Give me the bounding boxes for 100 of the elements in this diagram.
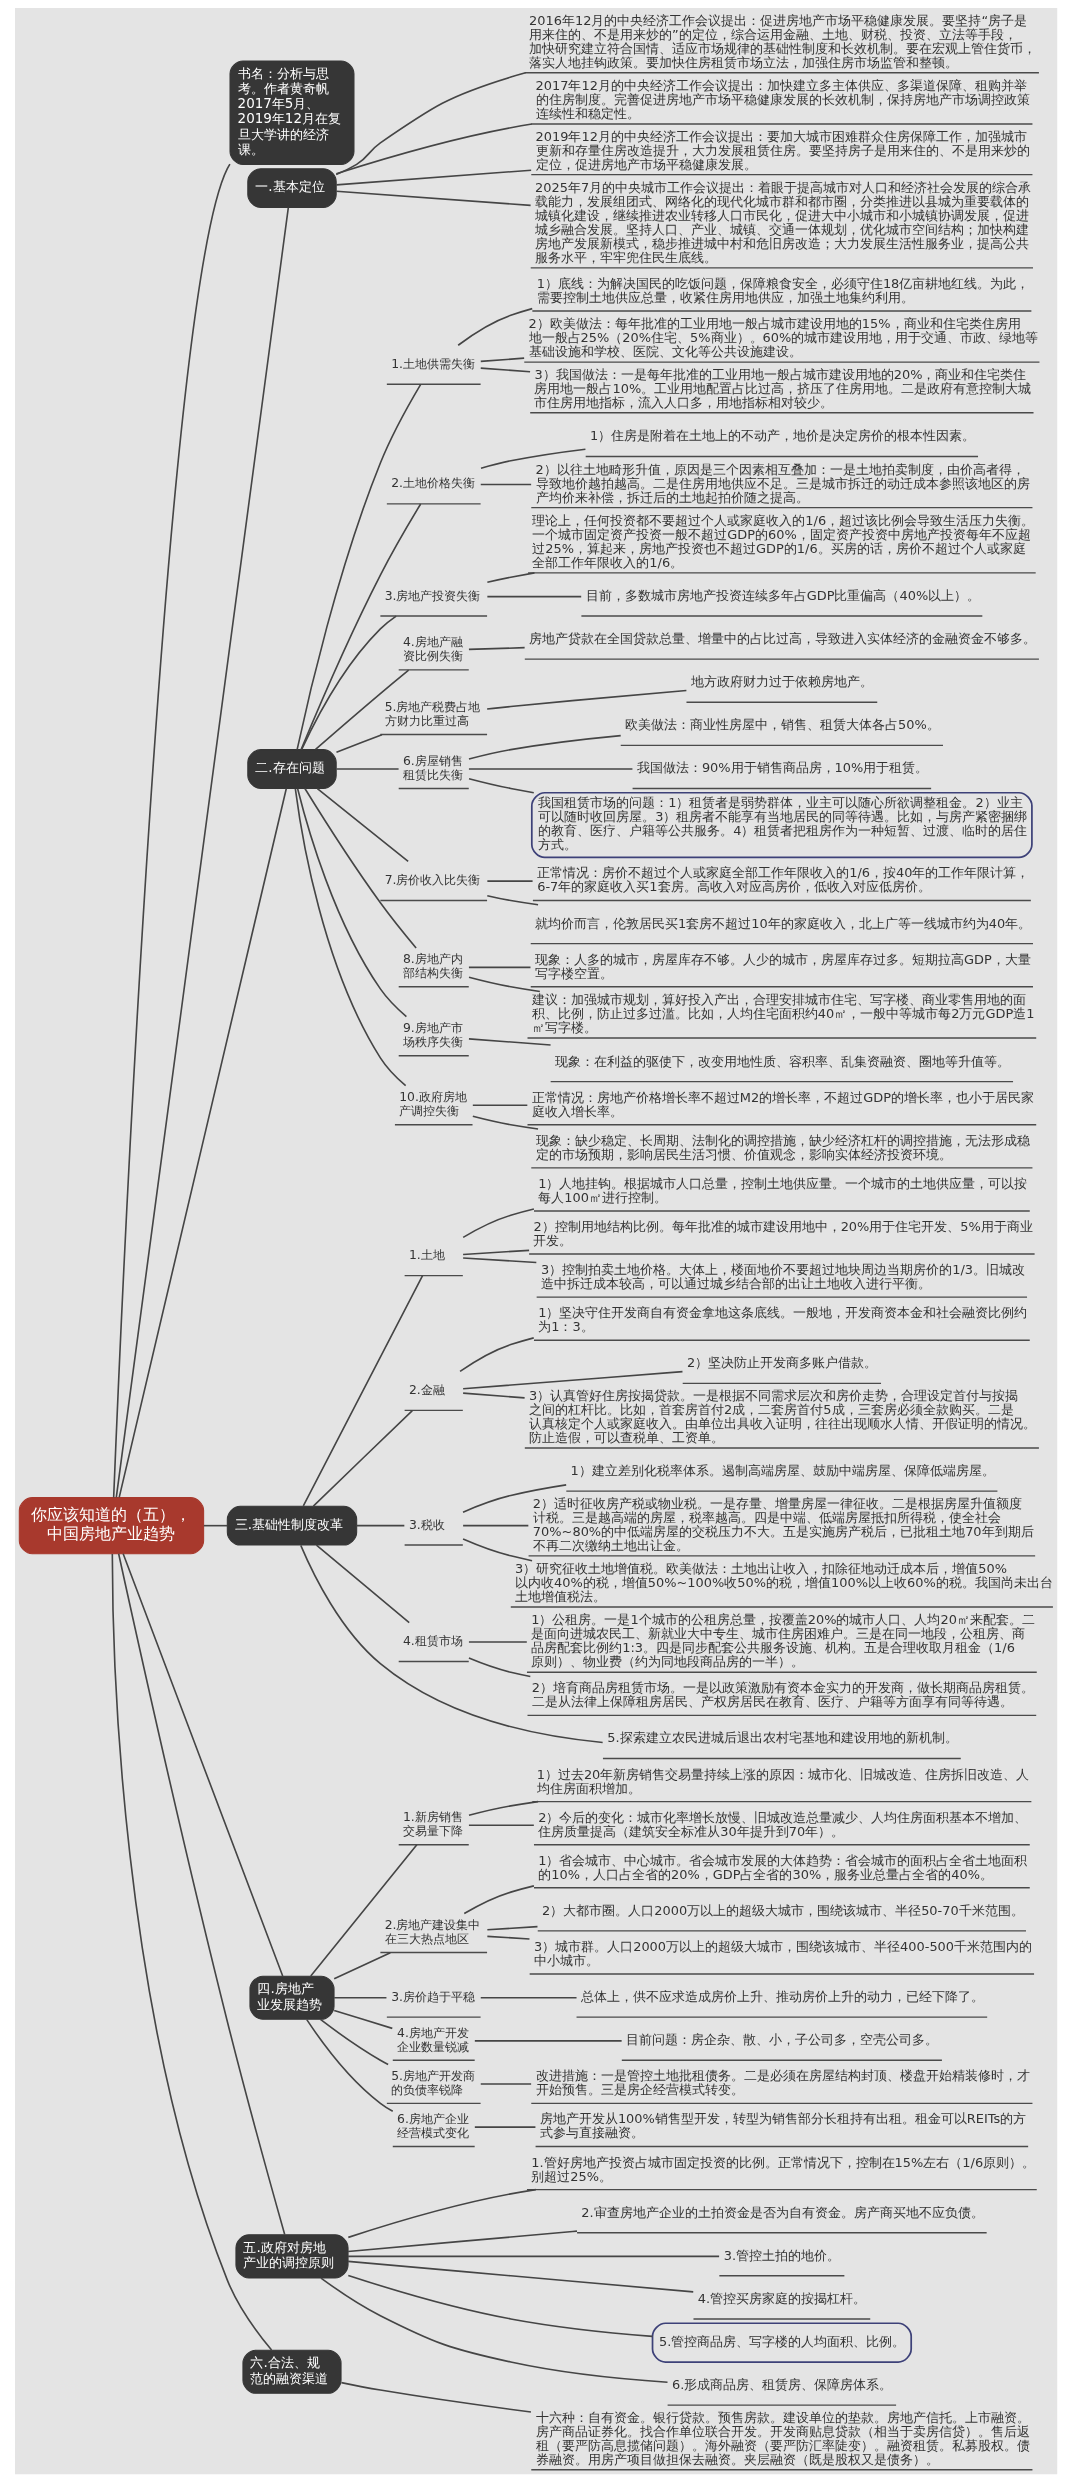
node-text: 房地产开发从100%销售型开发，转型为销售部分长租持有出租。租金可以REITs的方式参与直接融资。: [539, 2111, 1027, 2141]
connector: [347, 2260, 695, 2293]
connector: [312, 1409, 414, 1507]
connector: [486, 689, 688, 710]
connector: [462, 1484, 567, 1513]
connector: [302, 1274, 424, 1507]
node-box: 你应该知道的（五），中国房地产业趋势: [18, 1497, 205, 1555]
node-box: 五.政府对房地产业的调控原则: [235, 2234, 349, 2279]
connector: [203, 1524, 228, 1527]
node-text: 4.租赁市场: [403, 1632, 463, 1648]
node-text: 3）城市群。人口2000万以上的超级大城市，围绕该城市、半径400-500千米范围内的中小城市。: [533, 1938, 1033, 1968]
node-text: 1）过去20年新房销售交易量持续上涨的原因：城市化、旧城改造、住房拆旧改造、人均住房面积增加。: [536, 1766, 1030, 1796]
connector: [309, 1844, 418, 1977]
node-box: 5.管控商品房、写字楼的人均面积、比例。: [651, 2322, 913, 2363]
node-text: 4.房地产开发企业数量锐减: [397, 2024, 470, 2054]
connector: [468, 768, 634, 770]
node-text: 理论上，任何投资都不要超过个人或家庭收入的1/6，超过该比例会导致生活压力失衡。一个城市固定资产投资一般不超过GDP的60%，固定资产投资中房地产投资每年不应超过25%，算起来，房地产投资也不超过GDP的1/6。买房的话，房价不超过个人或家庭全部工作年限收入的1/6。: [532, 513, 1035, 571]
node-text: 4.管控买房家庭的按揭杠杆。: [697, 2290, 867, 2306]
node-text: 3）我国做法：一是每年批准的工业用地一般占城市建设用地的20%，商业和住宅类住房用地一般占10%。工业用地配置占比过高，挤压了住房用地。二是政府有意控制大城市住房用地指标，流入人口多，用地指标相对较少。: [534, 366, 1032, 410]
node-text: 1）省会城市、中心城市。省会城市发展的大体趋势：省会城市的面积占全省土地面积的10%，人口占全省的20%，GDP占全省的30%，服务业总量占全省的40%。: [538, 1852, 1028, 1882]
connector: [486, 894, 539, 906]
connector: [468, 734, 622, 760]
node-box: 六.合法、规范的融资渠道: [242, 2349, 342, 2394]
connector: [299, 1544, 604, 1744]
connector: [486, 1935, 531, 1940]
connector: [463, 1885, 535, 1915]
node-box: 二.存在问题: [247, 749, 337, 789]
node-text: 5.房地产税费占地方财力比重过高: [384, 699, 481, 729]
node-text: 目前，多数城市房地产投资连续多年占GDP比重偏高（40%以上）。: [585, 587, 981, 603]
node-text: 总体上，供不应求造成房价上升、推动房价上升的动力，已经下降了。: [580, 1989, 984, 2005]
connector: [462, 1392, 526, 1399]
connector: [468, 976, 541, 993]
connector: [112, 163, 231, 1499]
connector: [486, 880, 534, 882]
connector: [319, 2018, 389, 2066]
connector: [300, 503, 422, 751]
node-box: 四.房地产业发展趋势: [249, 1975, 335, 2020]
connector: [459, 1337, 535, 1373]
node-box: 书名：分析与思考。作者黄奇帆2017年5月、2019年12月在复旦大学讲的经济课。: [229, 60, 355, 165]
node-text: 2.审查房地产企业的土拍资金是否为自有资金。房产商买地不应负债。: [581, 2204, 984, 2220]
connector: [335, 733, 383, 754]
node-text: 1.土地: [408, 1247, 445, 1263]
connector: [486, 572, 536, 584]
node-text: 现象：人多的城市，房屋库存不够。人少的城市，房屋库存过多。短期拉高GDP，大量写字楼空置。: [535, 951, 1031, 981]
node-text: 3）控制拍卖土地价格。大体上，楼面地价不要超过地块周边当期房价的1/3。旧城改造中拆迁成本较高，可以通过城乡结合部的出让土地收入进行平衡。: [540, 1262, 1025, 1292]
connector: [479, 2083, 532, 2085]
node-text: 4.房地产融资比例失衡: [403, 634, 464, 664]
connector: [355, 1524, 406, 1527]
connector: [462, 1524, 530, 1527]
node-text: 1）公租房。一是1个城市的公租房总量，按覆盖20%的城市人口、人均20㎡来配套。二是面向进城农民工、新就业大中专生、城市住房困难户。三是在同一地段，公租房、商品房配套比例约1:3。四是同步配套公共服务设施、机构。五是合理收取月租金（1/6原则）、物业费（约为同地段商品房的一半）。: [531, 1612, 1035, 1670]
connector: [118, 787, 288, 1499]
connector: [304, 787, 417, 949]
connector: [479, 483, 532, 486]
connector: [320, 2277, 669, 2383]
connector: [347, 2188, 537, 2239]
node-text: 2）欧美做法：每年批准的工业用地一般占城市建设用地的15%，商业和住宅类住房用地一般占25%（20%住宅、5%商业）。60%的城市建设用地，用于交通、市政、绿地等基础设施和学校、医院、文化等公共设施建设。: [528, 316, 1039, 360]
node-text: 1）底线：为解决国民的吃饭问题，保障粮食安全，必须守住18亿亩耕地红线。为此，需要控制土地供应总量，收紧住房用地供应，加强土地集约利用。: [536, 275, 1030, 305]
connector: [335, 169, 532, 186]
node-text: 3）认真管好住房按揭贷款。一是根据不同需求层次和房价走势，合理设定首付与按揭之间的杠杆比。比如，首套房首付2成，二套房首付5成，三套房必须全款购买。二是认真核定个人或家庭收入。由单位出具收入证明，往往出现顺水人情、开假证明的情况。防止造假，可以查税单、工资单。: [529, 1388, 1037, 1446]
connector: [335, 72, 527, 176]
node-text: 2016年12月的中央经济工作会议提出：促进房地产市场平稳健康发展。要坚持“房子是用来住的、不是用来炒的”的定位，综合运用金融、土地、财税、投资、立法等手段，加快研究建立符合国情、适应市场规律的基础性制度和长效机制。要在宏观上管住货币，落实人地挂钩政策。要加快住房租赁市场立法，加强住房市场监管和整顿。: [529, 12, 1037, 70]
node-box: 三.基础性制度改革: [226, 1505, 358, 1546]
connector: [468, 777, 535, 794]
connector: [474, 2040, 623, 2042]
connector: [486, 1925, 539, 1931]
connector: [468, 966, 532, 969]
connector: [315, 1544, 410, 1624]
connector: [479, 357, 525, 363]
connector: [333, 1996, 388, 1999]
node-text: 5.房地产开发商的负债率锐降: [391, 2067, 475, 2097]
node-text: 7.房价收入比失衡: [384, 872, 481, 888]
connector: [479, 1996, 578, 1999]
node-text: 正常情况：房地产价格增长率不超过M2的增长率，不超过GDP的增长率，也小于居民家庭收入增长率。: [531, 1089, 1034, 1119]
node-text: 3.管控土拍的地价。: [723, 2247, 840, 2263]
connector: [462, 1257, 538, 1264]
connector: [462, 1208, 535, 1239]
node-text: 正常情况：房价不超过个人或家庭全部工作年限收入的1/6，按40年的工作年限计算，6-7年的家庭收入买1套房。高收入对应高房价，低收入对应低房价。: [537, 865, 1030, 895]
connector: [468, 1038, 552, 1046]
connector: [296, 787, 408, 1018]
node-text: 2.土地价格失衡: [391, 475, 475, 491]
connector: [335, 768, 400, 770]
node-text: 我国做法：90%用于销售商品房，10%用于租赁。: [636, 760, 929, 776]
node-box: 我国租赁市场的问题：1）租赁者是弱势群体，业主可以随心所欲调整租金。2）业主可以随时收回房屋。3）租房者不能享有当地居民的同等待遇。比如，与房产紧密捆绑的教育、医疗、户籍等公共服务。4）租赁者把租房作为一种短暂、过渡、临时的居住方式。: [530, 791, 1033, 859]
connector: [335, 123, 533, 175]
node-text: 3）研究征收土地增值税。欧美做法：土地出让收入，扣除征地动迁成本后，增值50%以内收40%的税，增值50%~100%收50%的税，增值100%以上收60%的税。我国尚未出台土地增值税法。: [515, 1561, 1053, 1605]
node-text: 地方政府财力过于依赖房地产。: [690, 674, 873, 690]
node-text: 就均价而言，伦敦居民买1套房不超过10年的家庭收入，北上广等一线城市约为40年。: [535, 915, 1032, 931]
node-text: 2）培育商品房租赁市场。一是以政策激励有资本金实力的开发商，做长期商品房租赁。二是从法律上保障租房居民、产权房居民在教育、医疗、户籍等方面享有同等待遇。: [531, 1680, 1035, 1710]
node-text: 2）今后的变化：城市化率增长放慢、旧城改造总量减少、人均住房面积基本不增加、住房质量提高（建筑安全标准从30年提升到70年）。: [538, 1809, 1028, 1839]
connector: [294, 787, 407, 1087]
connector: [468, 1824, 535, 1827]
connector: [300, 615, 397, 751]
node-text: 1）住房是附着在土地上的不动产，地价是决定房价的根本性因素。: [590, 428, 976, 444]
connector: [347, 2230, 578, 2253]
node-text: 建议：加强城市规划，算好投入产出，合理安排城市住宅、写字楼、商业零售用地的面积、比例，防止过多过滥。比如，人均住宅面积约40㎡，一般中等城市每2万元GDP造1㎡写字楼。: [531, 992, 1035, 1036]
connector: [347, 2274, 654, 2338]
node-text: 2019年12月的中央经济工作会议提出：要加大城市困难群众住房保障工作，加强城市更新和存量住房改造提升，大力发展租赁住房。要坚持房子是用来住的、不是用来炒的定位，促进房地产市场平稳健康发展。: [535, 128, 1030, 172]
connector: [333, 2009, 394, 2030]
connector: [111, 1553, 273, 2351]
connector: [122, 1552, 284, 1977]
